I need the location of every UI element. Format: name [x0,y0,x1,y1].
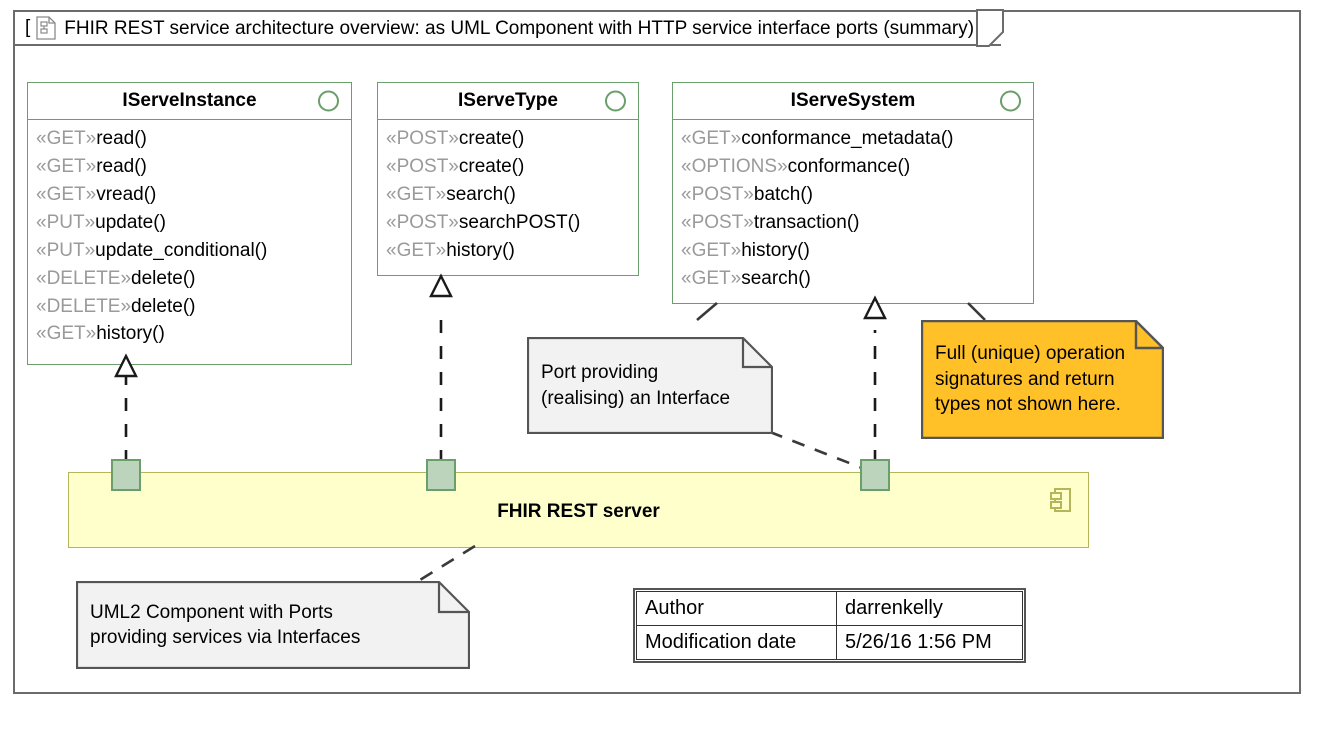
operation-stereotype: «POST» [681,183,754,205]
operation-signature: vread() [96,183,157,205]
operation-signature: transaction() [753,211,860,233]
operation-signature: read() [96,128,147,149]
operation-stereotype: «POST» [386,211,459,233]
operation-signature: delete() [131,295,196,317]
operation-signature: read() [96,155,147,177]
diagram-document-icon [36,16,56,40]
operation-row[interactable]: «DELETE»delete() [36,293,351,321]
frame-bracket-open: [ [25,17,31,38]
operation-signature: batch() [753,183,814,205]
operation-row[interactable]: «GET»vread() [36,181,351,209]
operation-row[interactable]: «POST»create() [386,125,638,153]
operation-stereotype: «GET» [681,267,742,289]
interface-iserveinstance[interactable]: IServeInstance «GET»read() «GET»read() «… [27,82,352,365]
note-shape [527,337,773,434]
interface-iservetype[interactable]: IServeType «POST»create() «POST»create()… [377,82,639,276]
interface-title-bar: IServeSystem [673,83,1033,120]
frame-title: FHIR REST service architecture overview:… [64,17,975,39]
operation-row[interactable]: «GET»conformance_metadata() [681,125,1033,153]
operation-signature: history() [96,323,165,345]
operation-signature: history() [446,239,515,261]
meta-value: darrenkelly [836,591,1023,626]
port-iservesystem[interactable] [860,459,890,491]
operation-row[interactable]: «DELETE»delete() [36,265,351,293]
operation-row[interactable]: «POST»create() [386,153,638,181]
note-text: Port providing (realising) an Interface [541,362,731,409]
meta-value: 5/26/16 1:56 PM [836,625,1023,660]
operation-stereotype: «GET» [681,128,742,149]
meta-table: Author darrenkelly Modification date 5/2… [633,588,1026,663]
operation-stereotype: «GET» [386,239,447,261]
uml-component-icon [1050,487,1072,513]
operation-row[interactable]: «GET»read() [36,125,351,153]
operation-row[interactable]: «POST»transaction() [681,209,1033,237]
operation-row[interactable]: «POST»searchPOST() [386,209,638,237]
operation-row[interactable]: «OPTIONS»conformance() [681,153,1033,181]
interface-name: IServeInstance [122,90,257,111]
operation-list: «GET»read() «GET»read() «GET»vread() «PU… [28,120,351,354]
port-iservetype[interactable] [426,459,456,491]
operation-stereotype: «DELETE» [36,267,132,289]
operation-row[interactable]: «GET»search() [681,265,1033,293]
operation-signature: search() [446,183,516,205]
port-iserveinstance[interactable] [111,459,141,491]
operation-list: «GET»conformance_metadata() «OPTIONS»con… [673,120,1033,299]
operation-row[interactable]: «PUT»update_conditional() [36,237,351,265]
operation-row[interactable]: «GET»history() [386,237,638,265]
operation-row[interactable]: «GET»history() [681,237,1033,265]
operation-signature: conformance_metadata() [741,128,954,149]
note-text: Full (unique) operation signatures and r… [935,343,1126,416]
component-fhir-rest-server[interactable]: FHIR REST server [68,472,1089,548]
interface-iservesystem[interactable]: IServeSystem «GET»conformance_metadata()… [672,82,1034,304]
operation-row[interactable]: «POST»batch() [681,181,1033,209]
operation-signature: update() [95,211,166,233]
note-uml2-component[interactable]: UML2 Component with Ports providing serv… [76,581,470,669]
operation-stereotype: «GET» [681,239,742,261]
operation-stereotype: «OPTIONS» [681,155,788,177]
diagram-frame-header: [ FHIR REST service architecture overvie… [13,10,1002,46]
interface-ball-icon [1000,90,1021,112]
component-label: FHIR REST server [497,501,660,522]
note-signatures[interactable]: Full (unique) operation signatures and r… [921,320,1164,439]
operation-stereotype: «GET» [36,128,97,149]
interface-ball-icon [605,90,626,112]
operation-signature: delete() [131,267,196,289]
operation-signature: create() [458,128,525,149]
operation-stereotype: «GET» [36,323,97,345]
operation-signature: update_conditional() [95,239,268,261]
operation-signature: history() [741,239,810,261]
operation-signature: create() [458,155,525,177]
operation-signature: search() [741,267,811,289]
note-shape [921,320,1164,439]
table-row: Author darrenkelly [636,591,1023,626]
interface-ball-icon [318,90,339,112]
operation-row[interactable]: «GET»history() [36,320,351,348]
operation-signature: conformance() [787,155,911,177]
operation-stereotype: «GET» [36,183,97,205]
note-port-interface[interactable]: Port providing (realising) an Interface [527,337,773,434]
meta-key: Author [636,591,837,626]
note-shape [76,581,470,669]
interface-title-bar: IServeInstance [28,83,351,120]
meta-key: Modification date [636,625,837,660]
operation-stereotype: «GET» [36,155,97,177]
interface-name: IServeType [458,90,558,111]
operation-row[interactable]: «GET»search() [386,181,638,209]
operation-row[interactable]: «PUT»update() [36,209,351,237]
operation-list: «POST»create() «POST»create() «GET»searc… [378,120,638,271]
table-row: Modification date 5/26/16 1:56 PM [636,625,1023,660]
operation-stereotype: «POST» [681,211,754,233]
operation-signature: searchPOST() [458,211,581,233]
operation-stereotype: «POST» [386,128,459,149]
frame-bracket-close: ] [982,17,988,38]
operation-stereotype: «DELETE» [36,295,132,317]
operation-stereotype: «POST» [386,155,459,177]
operation-row[interactable]: «GET»read() [36,153,351,181]
interface-name: IServeSystem [790,90,916,111]
interface-title-bar: IServeType [378,83,638,120]
note-text: UML2 Component with Ports providing serv… [90,601,361,648]
operation-stereotype: «GET» [386,183,447,205]
operation-stereotype: «PUT» [36,239,96,261]
operation-stereotype: «PUT» [36,211,96,233]
